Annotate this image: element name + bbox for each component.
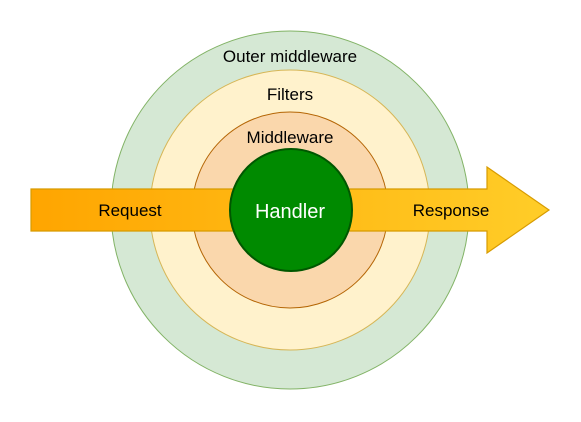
filters-label: Filters (267, 85, 313, 104)
request-label: Request (98, 201, 162, 220)
outer-middleware-label: Outer middleware (223, 47, 357, 66)
response-label: Response (413, 201, 490, 220)
handler-core (229, 148, 353, 272)
middleware-label: Middleware (247, 128, 334, 147)
handler-label: Handler (255, 201, 325, 223)
